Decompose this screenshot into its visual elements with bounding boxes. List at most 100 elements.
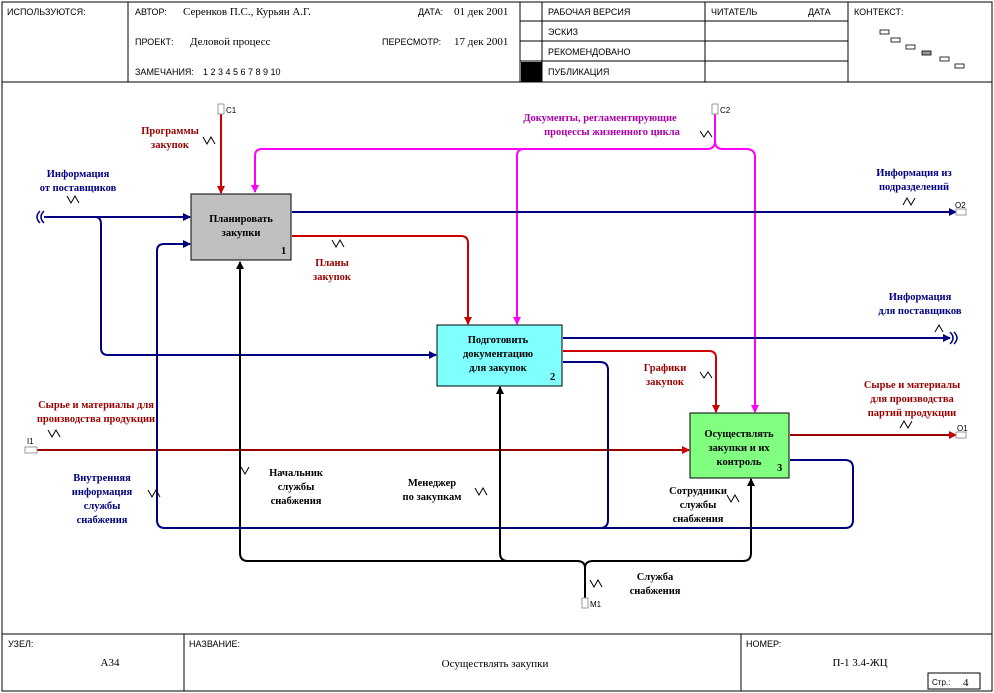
svg-text:снабжения: снабжения (673, 514, 724, 525)
number-label: НОМЕР: (746, 639, 781, 649)
svg-text:снабжения: снабжения (77, 515, 128, 526)
svg-text:информация: информация (72, 487, 133, 498)
svg-text:службы: службы (680, 500, 717, 511)
label-staff: Сотрудники службы снабжения (669, 486, 727, 525)
tunnel-markers (24, 103, 967, 609)
svg-text:по закупкам: по закупкам (403, 492, 462, 503)
label-head-supply: Начальник службы снабжения (269, 468, 324, 507)
svg-text:Информация: Информация (889, 292, 952, 303)
project-value: Деловой процесс (190, 36, 271, 48)
tunnel-m1: M1 (590, 600, 602, 609)
box-3-title-line2: закупки и их (708, 443, 770, 454)
label-docs: Документы, регламентирующие процессы жиз… (523, 113, 680, 138)
tunnel-o1: O1 (957, 424, 968, 433)
revision-label: ПЕРЕСМОТР: (382, 37, 441, 47)
author-value: Серенков П.С., Курьян А.Г. (183, 6, 311, 18)
svg-text:Документы, регламентирующие: Документы, регламентирующие (523, 113, 677, 124)
tunnel-i1: I1 (27, 437, 34, 446)
revision-value: 17 дек 2001 (454, 36, 508, 48)
svg-text:закупок: закупок (313, 272, 352, 283)
tunnel-out-suppliers-icon (949, 331, 958, 345)
label-supply-service: Служба снабжения (630, 572, 681, 597)
svg-text:Внутренняя: Внутренняя (73, 473, 131, 484)
arrow-c2-docs (251, 114, 759, 413)
label-internal-info: Внутренняя информация службы снабжения (72, 473, 133, 526)
svg-text:Сотрудники: Сотрудники (669, 486, 727, 497)
squiggles (47, 130, 944, 589)
name-label: НАЗВАНИЕ: (189, 639, 240, 649)
svg-text:Начальник: Начальник (269, 468, 324, 479)
svg-text:снабжения: снабжения (271, 496, 322, 507)
tunnel-o2: O2 (955, 201, 966, 210)
svg-text:Менеджер: Менеджер (408, 478, 456, 489)
box-1-number: 1 (281, 246, 286, 257)
page-value: 4 (963, 677, 969, 689)
svg-text:от поставщиков: от поставщиков (40, 183, 117, 194)
arrow-plans (292, 235, 472, 325)
project-label: ПРОЕКТ: (135, 37, 174, 47)
svg-text:Служба: Служба (637, 572, 674, 583)
svg-text:для производства: для производства (870, 394, 954, 405)
name-value: Осуществлять закупки (442, 658, 549, 670)
author-label: АВТОР: (135, 7, 167, 17)
box-2-title-line2: документацию (463, 349, 533, 360)
svg-text:службы: службы (84, 501, 121, 512)
svg-text:службы: службы (278, 482, 315, 493)
tunnel-c1: C1 (226, 106, 237, 115)
box-2-title-line3: для закупок (469, 363, 527, 374)
page-label: Стр.: (932, 678, 950, 687)
date-label: ДАТА: (418, 7, 443, 17)
box-1-title-line1: Планировать (209, 214, 273, 225)
label-programs: Программы закупок (141, 126, 199, 151)
reader-date-label: ДАТА (808, 7, 831, 17)
used-label: ИСПОЛЬЗУЮТСЯ: (7, 7, 86, 17)
box-3-title-line3: контроль (717, 457, 762, 468)
arrow-info-from-suppliers (44, 213, 437, 359)
tunnel-in-suppliers-icon (36, 210, 45, 224)
box-3-number: 3 (777, 463, 782, 474)
context-label: КОНТЕКСТ: (854, 7, 903, 17)
svg-text:Информация: Информация (47, 169, 110, 180)
svg-text:Сырье и материалы для: Сырье и материалы для (38, 400, 154, 411)
svg-text:Планы: Планы (315, 258, 349, 269)
svg-text:закупок: закупок (151, 140, 190, 151)
label-raw-out: Сырье и материалы для производства парти… (864, 380, 960, 419)
node-value: А34 (101, 657, 120, 669)
svg-text:закупок: закупок (646, 377, 685, 388)
activity-box-2[interactable]: Подготовить документацию для закупок 2 (436, 324, 563, 387)
notes-numbers: 1 2 3 4 5 6 7 8 9 10 (203, 67, 281, 77)
label-info-for-suppliers: Информация для поставщиков (878, 292, 961, 317)
number-value: П-1 3.4-ЖЦ (832, 657, 887, 669)
status-working: РАБОЧАЯ ВЕРСИЯ (548, 7, 630, 17)
svg-text:Информация из: Информация из (876, 168, 951, 179)
svg-text:Сырье и материалы: Сырье и материалы (864, 380, 960, 391)
arrow-m1-supply-service (236, 261, 755, 598)
box-1-title-line2: закупки (222, 228, 261, 239)
label-raw-in: Сырье и материалы для производства проду… (37, 400, 155, 425)
svg-text:Графики: Графики (644, 363, 687, 374)
box-3-title-line1: Осуществлять (704, 429, 774, 440)
svg-text:для поставщиков: для поставщиков (878, 306, 961, 317)
activity-box-3[interactable]: Осуществлять закупки и их контроль 3 (689, 412, 790, 479)
node-label: УЗЕЛ: (8, 639, 33, 649)
status-recommended: РЕКОМЕНДОВАНО (548, 47, 630, 57)
label-info-divisions: Информация из подразделений (876, 168, 951, 193)
box-2-title-line1: Подготовить (468, 335, 529, 346)
svg-text:процессы жизненного цикла: процессы жизненного цикла (544, 127, 680, 138)
label-plans: Планы закупок (313, 258, 352, 283)
svg-text:партий продукции: партий продукции (868, 408, 956, 419)
label-schedules: Графики закупок (644, 363, 687, 388)
svg-text:Программы: Программы (141, 126, 199, 137)
activity-box-1[interactable]: Планировать закупки 1 (190, 193, 292, 261)
date-value: 01 дек 2001 (454, 6, 508, 18)
tunnel-c2: C2 (720, 106, 731, 115)
label-manager: Менеджер по закупкам (403, 478, 462, 503)
footer-frame (1, 633, 993, 692)
arrow-internal-info (156, 240, 854, 529)
arrow-schedules (563, 350, 720, 413)
svg-text:производства продукции: производства продукции (37, 414, 155, 425)
status-draft: ЭСКИЗ (548, 27, 578, 37)
reader-label: ЧИТАТЕЛЬ (711, 7, 757, 17)
label-info-from-suppliers: Информация от поставщиков (40, 169, 117, 194)
context-map (879, 29, 965, 69)
